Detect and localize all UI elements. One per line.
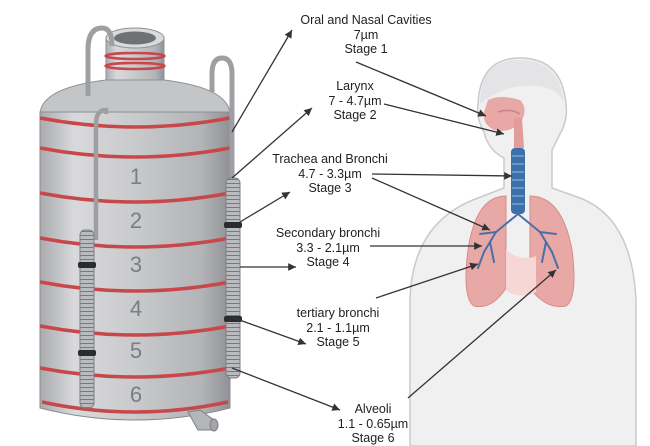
stage-number-1: 1: [130, 164, 142, 189]
label-stage-3: Trachea and Bronchi 4.7 - 3.3µm Stage 3: [262, 152, 398, 196]
label-stage: Stage 2: [310, 108, 400, 123]
label-region: Oral and Nasal Cavities: [278, 13, 454, 28]
label-stage: Stage 5: [286, 335, 390, 350]
stage-number-2: 2: [130, 208, 142, 233]
human-respiratory-figure: [410, 58, 636, 446]
label-stage: Stage 6: [328, 431, 418, 446]
label-size: 3.3 - 2.1µm: [270, 241, 386, 256]
label-stage: Stage 3: [262, 181, 398, 196]
label-region: Trachea and Bronchi: [262, 152, 398, 167]
label-size: 7µm: [278, 28, 454, 43]
label-size: 4.7 - 3.3µm: [262, 167, 398, 182]
label-size: 1.1 - 0.65µm: [328, 417, 418, 432]
stage-number-4: 4: [130, 296, 142, 321]
stage-number-6: 6: [130, 382, 142, 407]
label-stage-5: tertiary bronchi 2.1 - 1.1µm Stage 5: [286, 306, 390, 350]
label-region: Alveoli: [328, 402, 418, 417]
label-stage-1: Oral and Nasal Cavities 7µm Stage 1: [278, 13, 454, 57]
label-region: Secondary bronchi: [270, 226, 386, 241]
label-region: tertiary bronchi: [286, 306, 390, 321]
label-stage-2: Larynx 7 - 4.7µm Stage 2: [310, 79, 400, 123]
label-size: 7 - 4.7µm: [310, 94, 400, 109]
stage-number-3: 3: [130, 252, 142, 277]
label-stage-6: Alveoli 1.1 - 0.65µm Stage 6: [328, 402, 418, 446]
stage-number-5: 5: [130, 338, 142, 363]
cascade-impactor: 1 2 3 4 5 6: [40, 28, 242, 431]
label-stage: Stage 4: [270, 255, 386, 270]
label-stage: Stage 1: [278, 42, 454, 57]
label-size: 2.1 - 1.1µm: [286, 321, 390, 336]
label-region: Larynx: [310, 79, 400, 94]
label-stage-4: Secondary bronchi 3.3 - 2.1µm Stage 4: [270, 226, 386, 270]
